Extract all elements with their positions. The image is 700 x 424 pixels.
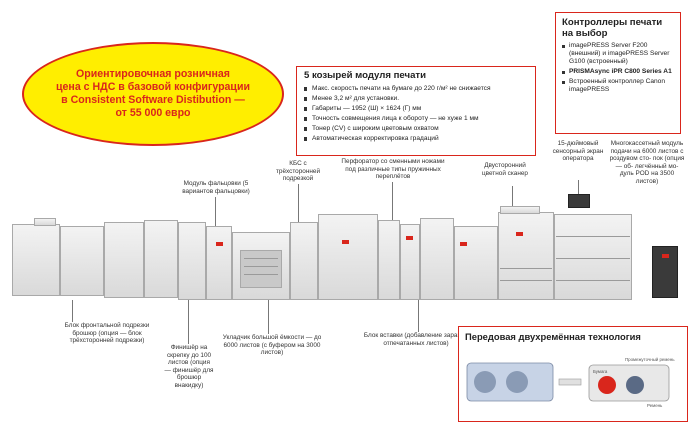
folding-module [206, 226, 232, 300]
controller-tower [652, 246, 678, 298]
diagram-label: Промежуточный ремень [625, 357, 675, 362]
leader-line [512, 186, 513, 216]
stacker-shelf [244, 258, 278, 259]
touchscreen-monitor [568, 194, 590, 208]
feature-item: Габариты — 1952 (Ш) × 1624 (Г) мм [304, 104, 528, 114]
paper-sheet [558, 378, 582, 386]
leader-line [215, 197, 216, 239]
print-engine [454, 226, 498, 300]
roller [506, 371, 528, 393]
label-stacker: Укладчик большой ёмкости — до 6000 листо… [222, 334, 322, 357]
kbs-unit [290, 222, 318, 300]
label-inserter: Блок вставки (добавление заранее отпечат… [363, 332, 469, 347]
drawer-line [556, 258, 630, 259]
drawer-line [556, 236, 630, 237]
leader-line [578, 180, 579, 194]
main-engine [498, 212, 554, 300]
feature-item: Автоматическая корректировка градаций [304, 134, 528, 144]
front-trimmer-unit [12, 224, 60, 296]
feature-item: Точность совмещения лица к обороту — не … [304, 114, 528, 124]
price-line-4: от 55 000 евро [115, 107, 191, 119]
label-kbs: КБС с трёхсторонней подрезкой [275, 160, 321, 183]
leader-line [268, 300, 269, 334]
controllers-box: Контроллеры печати на выбор imagePRESS S… [555, 12, 681, 134]
stapler-finisher [178, 222, 206, 300]
price-text: Ориентировочная розничная цена с НДС в б… [43, 68, 263, 120]
stacker-shelf [244, 274, 278, 275]
controller-item: Встроенный контроллер Canon imagePRESS [562, 78, 674, 94]
label-folding: Модуль фальцовки (5 вариантов фальцовки) [182, 180, 250, 195]
label-multicassette: Многокассетный модуль подачи на 6000 лис… [609, 140, 685, 185]
module-tag [460, 242, 467, 246]
drawer-line [500, 280, 552, 281]
inserter-unit [400, 224, 420, 300]
module-tag [216, 242, 223, 246]
technology-title: Передовая двухремённая технология [465, 331, 641, 342]
module-tag [342, 240, 349, 244]
leader-line [418, 300, 419, 332]
feature-item-cont: Габариты — 1952 (Ш) × 1624 (Г) мм [312, 105, 422, 112]
drawer-line [556, 280, 630, 281]
features-box: 5 козырей модуля печати Макс. скорость п… [296, 66, 536, 156]
feature-item: Макс. скорость печати на бумаге до 220 г… [304, 84, 528, 94]
feature-item: Менее 3,2 м² для установки. [304, 94, 528, 104]
module-tag [662, 254, 669, 258]
perforator-unit [378, 220, 400, 300]
module-tag [516, 232, 523, 236]
trimmer-unit-4 [144, 220, 178, 298]
leader-line [298, 184, 299, 224]
roller [626, 376, 644, 394]
controllers-list: imagePRESS Server F200 (внешний) и image… [562, 42, 674, 94]
two-belt-diagram: Промежуточный ремень Бумага Ремень [466, 357, 675, 408]
leader-line [188, 300, 189, 344]
roller [598, 376, 616, 394]
label-front-trimmer: Блок фронтальной подрезки брошюр (опция … [64, 322, 150, 345]
features-list: Макс. скорость печати на бумаге до 220 г… [304, 84, 528, 144]
controller-item: imagePRESS Server F200 (внешний) и image… [562, 42, 674, 66]
feature-item: Тонер (CV) с широким цветовым охватом [304, 124, 528, 134]
leader-line [392, 182, 393, 232]
diagram-label: Бумага [593, 369, 608, 374]
label-duplex-scanner: Двусторонний цветной сканер [481, 162, 528, 177]
diagram-label: Ремень [647, 403, 663, 408]
module-tag [406, 236, 413, 240]
controllers-title: Контроллеры печати на выбор [562, 17, 663, 39]
leader-line [72, 300, 73, 322]
duplex-scanner [500, 206, 540, 214]
label-touchscreen: 15-дюймовый сенсорный экран оператора [552, 140, 604, 163]
roller [474, 371, 496, 393]
label-perforator: Перфоратор со сменными ножами под различ… [341, 158, 445, 181]
price-callout: Ориентировочная розничная цена с НДС в б… [22, 42, 284, 146]
trimmer-top [34, 218, 56, 226]
label-stapler: Финишёр на скрепку до 100 листов (опция … [164, 344, 214, 389]
binder-unit [318, 214, 378, 300]
multicassette-feeder [554, 214, 632, 300]
features-title: 5 козырей модуля печати [304, 70, 427, 81]
stacker-shelf [244, 266, 278, 267]
price-line-2: цена с НДС в базовой конфигурации [56, 81, 250, 93]
drawer-line [500, 268, 552, 269]
unit-5 [420, 218, 454, 300]
technology-box: Передовая двухремённая технология Промеж… [458, 326, 688, 422]
trimmer-unit-2 [60, 226, 104, 296]
controller-item: PRISMAsync iPR C800 Series A1 [562, 68, 674, 76]
trimmer-unit-3 [104, 222, 144, 298]
stacker-cart [240, 250, 282, 288]
price-line-1: Ориентировочная розничная [76, 68, 230, 80]
price-line-3: в Consistent Software Distibution — [61, 94, 245, 106]
